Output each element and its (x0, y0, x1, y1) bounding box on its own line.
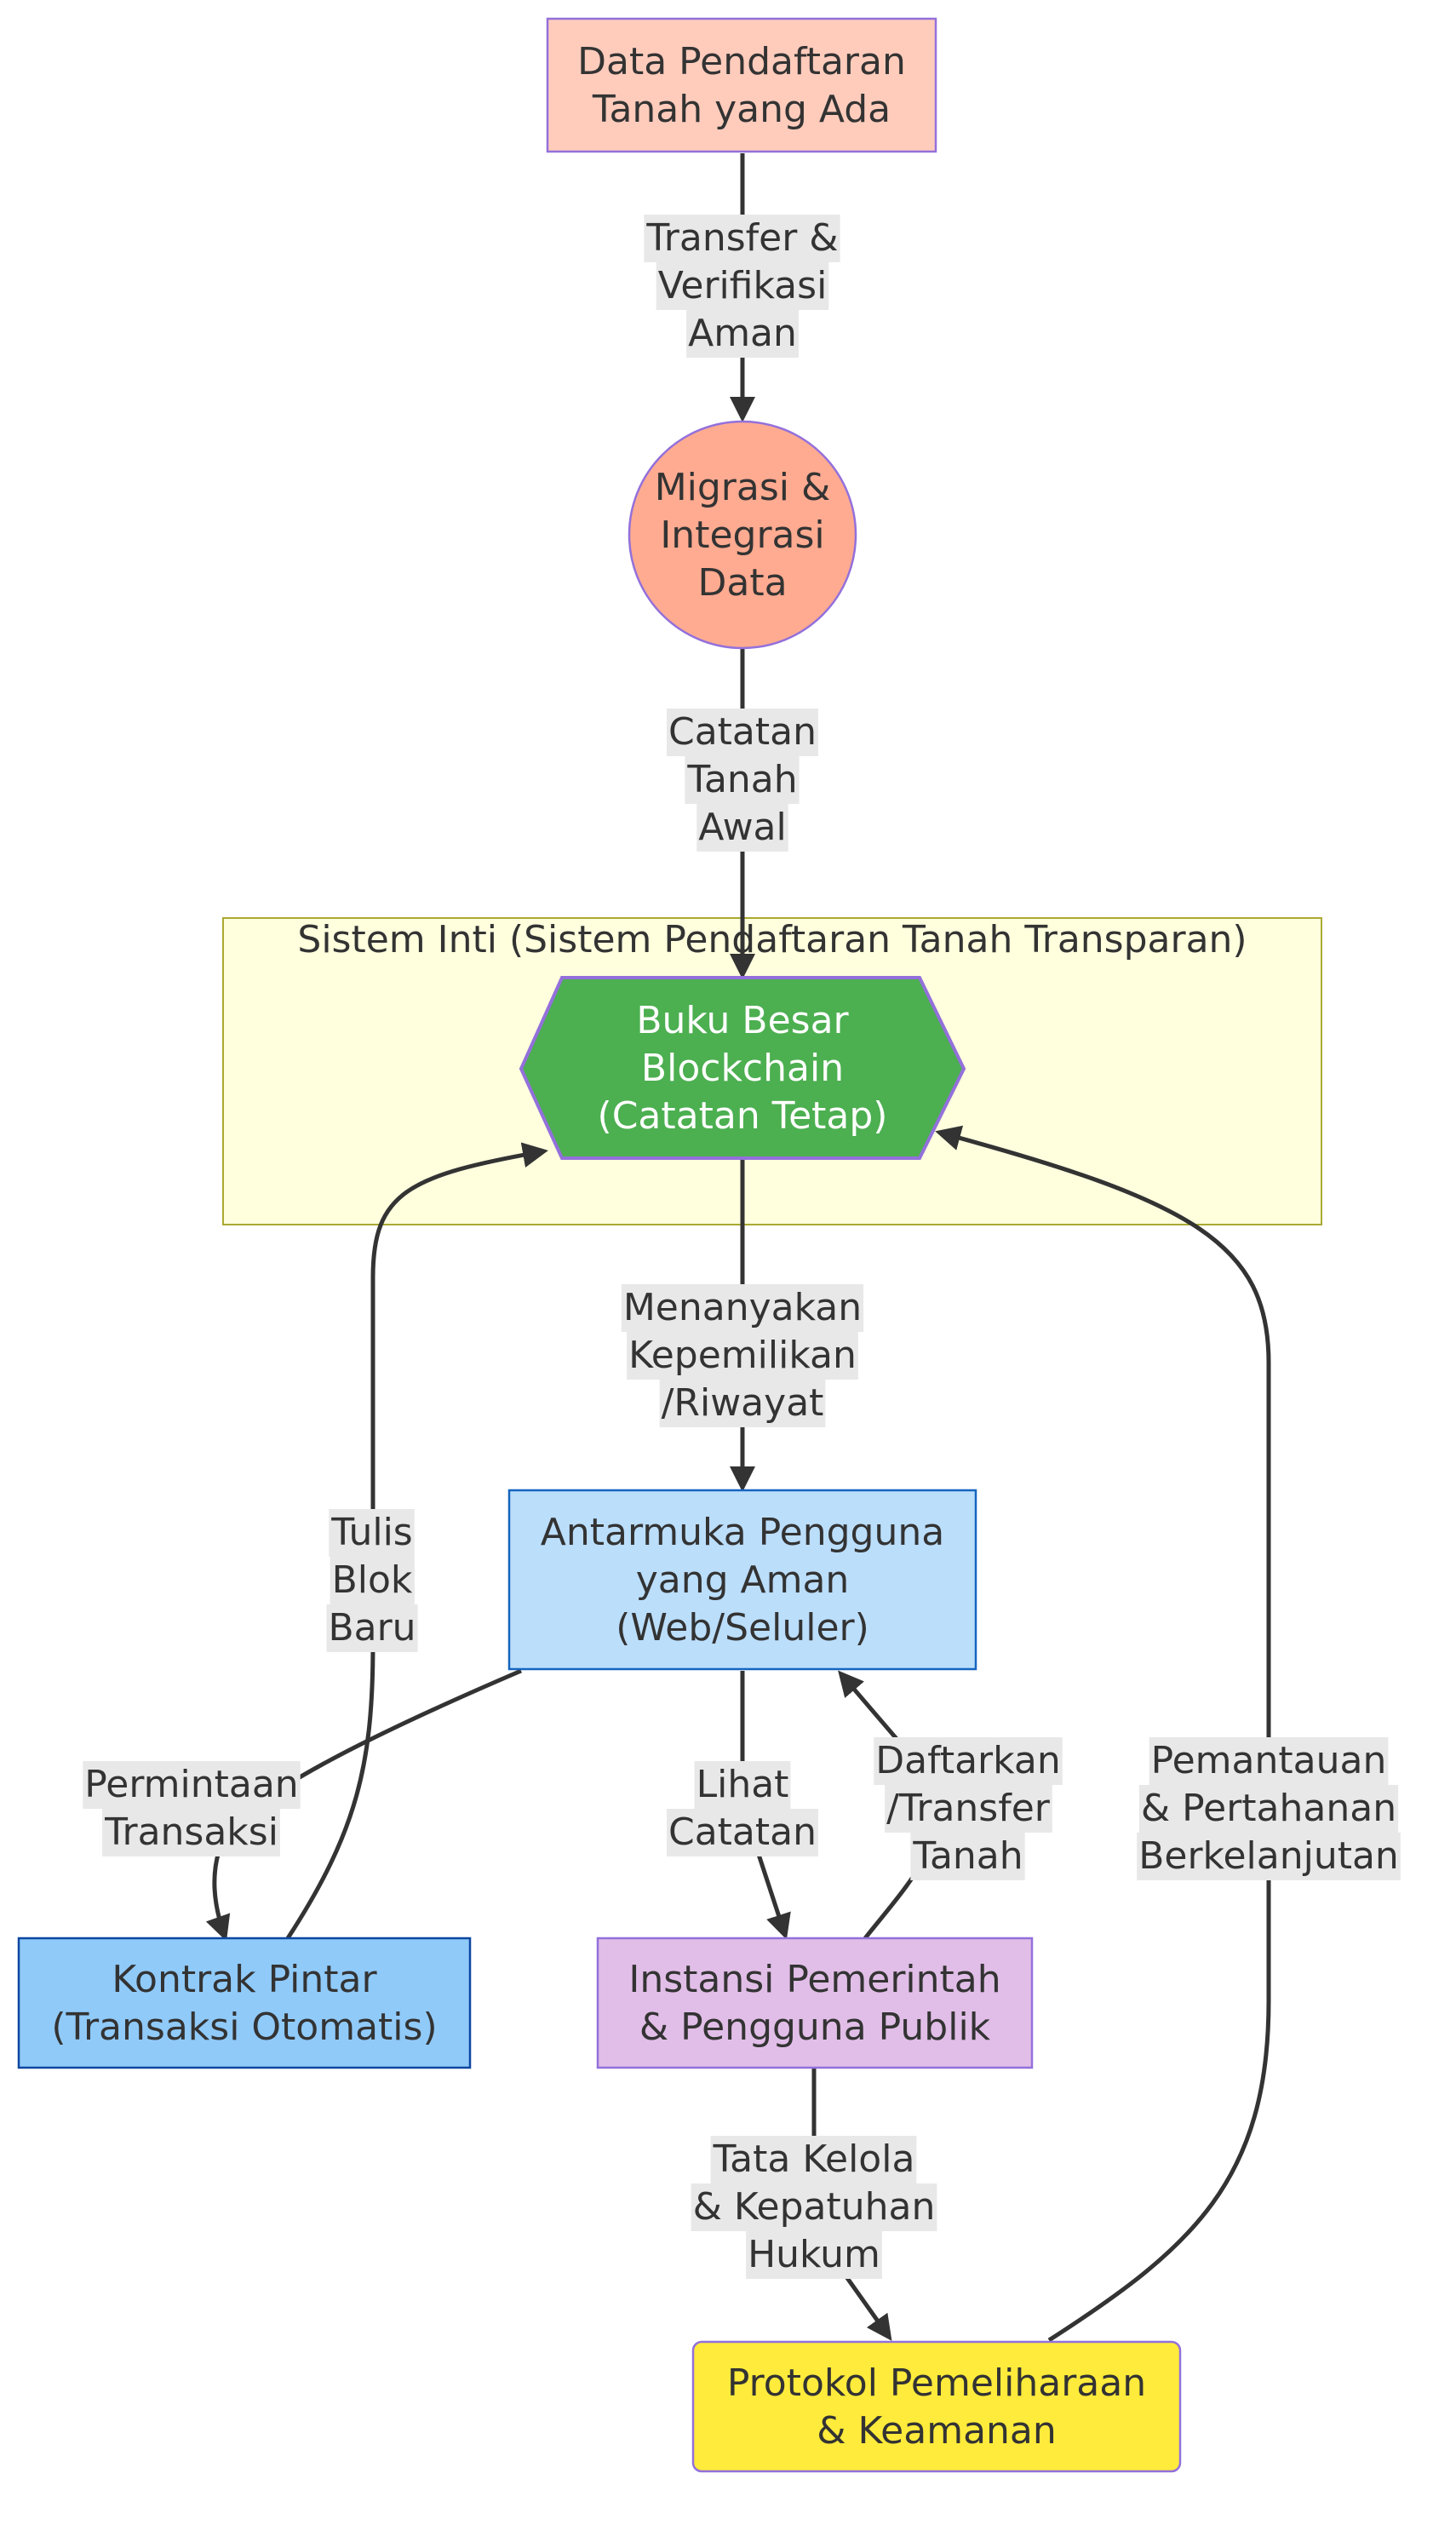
edge-label-background (746, 2231, 882, 2279)
edge-label-line: Tulis (330, 1511, 412, 1554)
node-label-line: yang Aman (636, 1558, 850, 1602)
edge-label-background (621, 1284, 864, 1332)
edge-label-background (83, 1761, 301, 1809)
node-maintenance-security[interactable]: Protokol Pemeliharaan& Keamanan (691, 2340, 1182, 2473)
edge-label-line: Tanah (912, 1834, 1023, 1878)
node-label-line: Integrasi (660, 514, 824, 557)
node-label-line: Protokol Pemeliharaan (727, 2361, 1146, 2405)
node-smart-contract[interactable]: Kontrak Pintar(Transaksi Otomatis) (17, 1937, 472, 2069)
edge-label-background (659, 1380, 826, 1427)
edge-label-background (874, 1737, 1063, 1785)
svg-text:Instansi Pemerintah& Pengguna: Instansi Pemerintah& Pengguna Publik (628, 1958, 1000, 2049)
edge-label-line: Tata Kelola (713, 2137, 915, 2181)
edge-label-line: Permintaan (84, 1763, 298, 1806)
edge-label-line: Tanah (686, 758, 797, 801)
edge-label-background (694, 1761, 791, 1809)
node-label-line: (Catatan Tetap) (598, 1094, 888, 1138)
node-label-line: Data Pendaftaran (577, 40, 906, 83)
node-label-line: Buku Besar (636, 999, 849, 1042)
node-label-line: Blockchain (641, 1047, 844, 1090)
edge-label-background (326, 1604, 418, 1652)
edge-label-background (686, 310, 799, 358)
edge-label-background (330, 1557, 415, 1604)
node-government-public-users[interactable]: Instansi Pemerintah& Pengguna Publik (596, 1937, 1034, 2069)
edge-maint-to-ledger (935, 1125, 1271, 2343)
node-label-line: & Keamanan (817, 2409, 1057, 2453)
core-system-cluster-label: Sistem Inti (Sistem Pendaftaran Tanah Tr… (297, 918, 1247, 961)
edge-label-line: Transaksi (104, 1810, 278, 1854)
edge-label-background (1149, 1737, 1389, 1785)
edge-label-line: Transfer & (645, 216, 838, 260)
edge-label-background (666, 1809, 819, 1856)
edge-label-line: Berkelanjutan (1138, 1834, 1399, 1878)
edge-label-background (1137, 1833, 1401, 1880)
edge-label-line: & Pertahanan (1141, 1787, 1396, 1830)
node-label-line: Tanah yang Ada (592, 88, 891, 131)
edge-label-line: Baru (328, 1606, 416, 1650)
edge-label-line: Lihat (696, 1763, 789, 1806)
edge-smart-to-ledger (285, 1142, 548, 1940)
edge-label-line: /Riwayat (662, 1381, 824, 1425)
edge-label-background (685, 756, 800, 804)
edge-label-background (644, 215, 840, 262)
edge-label-background (102, 1809, 280, 1856)
edge-label-line: Daftarkan (875, 1739, 1060, 1782)
edge-label-line: Menanyakan (623, 1286, 862, 1329)
node-label-line: & Pengguna Publik (639, 2005, 991, 2049)
edge-label-line: Catatan (668, 1810, 817, 1854)
svg-text:Kontrak Pintar(Transaksi Otoma: Kontrak Pintar(Transaksi Otomatis) (51, 1958, 437, 2049)
edge-label-background (696, 804, 788, 852)
edge-label-background (656, 262, 829, 310)
edge-label-line: Catatan (668, 710, 817, 754)
edge-label-line: Pemantauan (1151, 1739, 1387, 1782)
svg-text:Protokol Pemeliharaan& Keamana: Protokol Pemeliharaan& Keamanan (727, 2361, 1146, 2453)
edge-label-background (666, 709, 819, 756)
edge-label-background (627, 1332, 858, 1380)
edge-label-line: Verifikasi (658, 264, 828, 307)
edge-label-line: Hukum (748, 2233, 880, 2276)
node-label-line: Instansi Pemerintah (628, 1958, 1000, 2001)
edge-label-background (710, 2136, 917, 2183)
edge-label-background (691, 2183, 937, 2231)
edge-label-line: /Transfer (886, 1787, 1051, 1830)
core-system-cluster: Sistem Inti (Sistem Pendaftaran Tanah Tr… (222, 917, 1322, 1225)
edge-label-background (910, 1833, 1025, 1880)
edge-label-line: & Kepatuhan (693, 2185, 936, 2229)
node-label-line: Data (697, 561, 787, 605)
node-label-line: Migrasi & (655, 466, 831, 509)
edge-label-line: Awal (698, 806, 787, 849)
edge-label-background (885, 1785, 1052, 1833)
edge-label-line: Aman (688, 312, 797, 355)
edge-label-background (1138, 1785, 1399, 1833)
edge-label-line: Kepemilikan (628, 1334, 857, 1377)
node-label-line: (Web/Seluler) (616, 1606, 869, 1650)
edge-label-background (329, 1509, 415, 1557)
edge-label-line: Blok (332, 1558, 413, 1602)
node-label-line: (Transaksi Otomatis) (51, 2005, 437, 2049)
node-label-line: Antarmuka Pengguna (541, 1511, 944, 1554)
node-label-line: Kontrak Pintar (112, 1958, 377, 2001)
